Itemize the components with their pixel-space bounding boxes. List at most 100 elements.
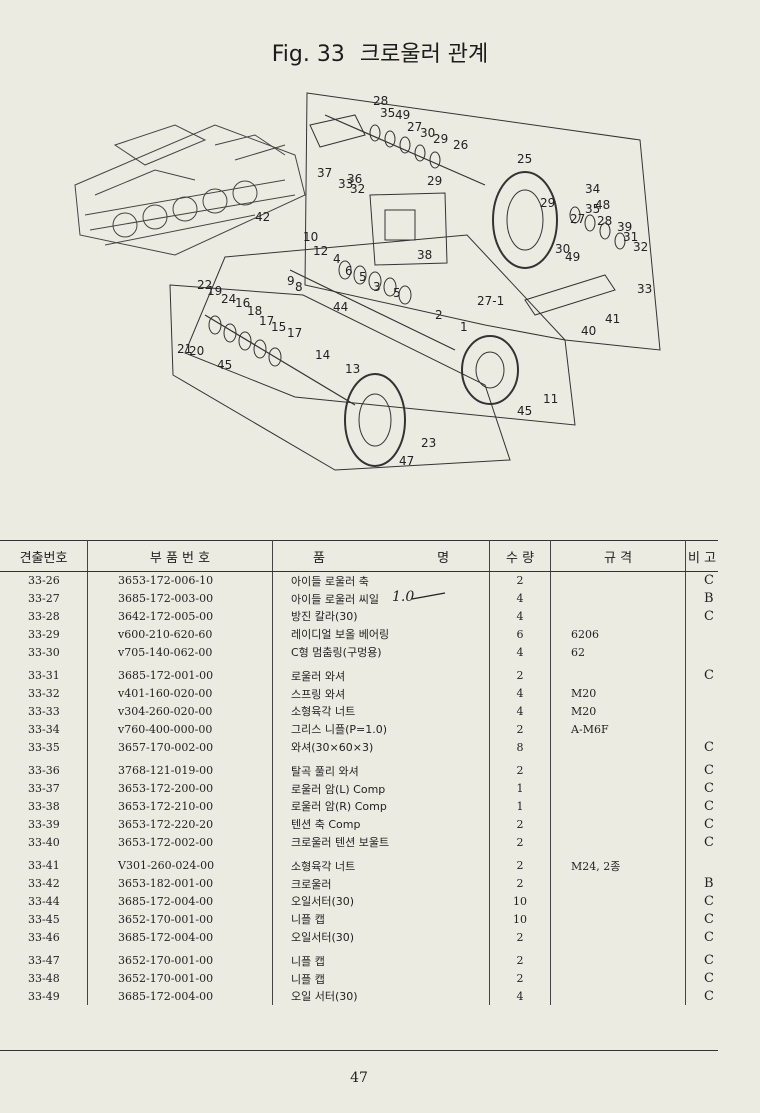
row-name: 방진 칼라(30) bbox=[272, 607, 491, 626]
callout-label: 29 bbox=[540, 196, 555, 210]
panel-middle bbox=[184, 234, 576, 426]
row-spec: M20 bbox=[550, 702, 687, 721]
row-part-number: 3652-170-001-00 bbox=[87, 910, 273, 929]
row-index: 33-32 bbox=[0, 684, 88, 703]
row-spec bbox=[550, 910, 687, 929]
row-spec: M20 bbox=[550, 684, 687, 703]
row-part-number: 3685-172-003-00 bbox=[87, 589, 273, 608]
callout-label: 45 bbox=[217, 358, 232, 372]
row-part-number: 3652-170-001-00 bbox=[87, 969, 273, 988]
callout-label: 33 bbox=[637, 282, 652, 296]
callout-label: 3 bbox=[373, 280, 381, 294]
row-quantity: 4 bbox=[489, 702, 552, 721]
row-index: 33-29 bbox=[0, 625, 88, 644]
callout-label: 5 bbox=[393, 286, 401, 300]
row-quantity: 2 bbox=[489, 815, 552, 834]
row-spec bbox=[550, 755, 687, 780]
row-index: 33-26 bbox=[0, 571, 88, 590]
row-name: 레이디얼 보올 베어링 bbox=[272, 625, 491, 644]
row-part-number: 3685-172-004-00 bbox=[87, 928, 273, 946]
row-spec bbox=[550, 987, 687, 1006]
row-part-number: 3653-172-210-00 bbox=[87, 797, 273, 816]
row-remark bbox=[686, 685, 718, 703]
row-quantity: 4 bbox=[489, 987, 552, 1006]
callout-label: 49 bbox=[565, 250, 580, 264]
row-part-number: 3642-172-005-00 bbox=[87, 607, 273, 626]
callout-label: 17 bbox=[259, 314, 274, 328]
row-part-number: V301-260-024-00 bbox=[87, 850, 273, 875]
row-part-number: v760-400-000-00 bbox=[87, 720, 273, 739]
row-name: 와셔(30×60×3) bbox=[272, 738, 491, 756]
row-remark bbox=[686, 625, 718, 643]
row-index: 33-41 bbox=[0, 850, 88, 875]
handwritten-mark: 1.0 bbox=[392, 589, 446, 605]
row-name: 니플 캡 bbox=[272, 910, 491, 929]
row-quantity: 2 bbox=[489, 660, 552, 685]
row-quantity: 2 bbox=[489, 833, 552, 851]
row-spec bbox=[550, 797, 687, 816]
row-spec bbox=[550, 738, 687, 756]
row-remark bbox=[686, 703, 718, 721]
row-remark bbox=[686, 643, 718, 661]
callout-label: 41 bbox=[605, 312, 620, 326]
callout-label: 29 bbox=[433, 132, 448, 146]
callout-label: 15 bbox=[271, 320, 286, 334]
callout-label: 32 bbox=[350, 182, 365, 196]
row-name: 오일서터(30) bbox=[272, 892, 491, 911]
row-part-number: 3653-172-002-00 bbox=[87, 833, 273, 851]
row-part-number: 3685-172-004-00 bbox=[87, 892, 273, 911]
row-remark: C bbox=[704, 988, 714, 1004]
row-quantity: 2 bbox=[489, 571, 552, 590]
row-remark: B bbox=[704, 591, 714, 607]
callout-label: 10 bbox=[303, 230, 318, 244]
row-name: 로울러 와셔 bbox=[272, 660, 491, 685]
row-remark: C bbox=[704, 739, 714, 755]
callout-label: 5 bbox=[359, 270, 367, 284]
row-name: 그리스 니플(P=1.0) bbox=[272, 720, 491, 739]
row-spec bbox=[550, 945, 687, 970]
col-part-number: 부 품 번 호 bbox=[87, 540, 273, 572]
row-quantity: 2 bbox=[489, 850, 552, 875]
col-spec: 규 격 bbox=[550, 540, 687, 572]
row-part-number: 3685-172-001-00 bbox=[87, 660, 273, 685]
row-spec bbox=[550, 892, 687, 911]
callout-label: 39 bbox=[617, 220, 632, 234]
callout-label: 48 bbox=[595, 198, 610, 212]
row-spec: A-M6F bbox=[550, 720, 687, 739]
row-part-number: v705-140-062-00 bbox=[87, 643, 273, 661]
row-part-number: 3653-172-006-10 bbox=[87, 571, 273, 590]
col-name-right: 명 bbox=[381, 540, 491, 572]
row-index: 33-34 bbox=[0, 720, 88, 739]
row-part-number: 3652-170-001-00 bbox=[87, 945, 273, 970]
callout-label: 36 bbox=[347, 172, 362, 186]
row-remark bbox=[686, 851, 718, 875]
row-spec: M24, 2종 bbox=[550, 850, 687, 875]
callout-label: 1 bbox=[460, 320, 468, 334]
callout-label: 13 bbox=[345, 362, 360, 376]
callout-label: 27 bbox=[570, 212, 585, 226]
row-part-number: 3653-172-200-00 bbox=[87, 779, 273, 798]
callout-label: 29 bbox=[427, 174, 442, 188]
callout-label: 30 bbox=[555, 242, 570, 256]
row-spec bbox=[550, 833, 687, 851]
row-quantity: 10 bbox=[489, 910, 552, 929]
col-name-left: 품 bbox=[272, 540, 382, 572]
row-part-number: v401-160-020-00 bbox=[87, 684, 273, 703]
callout-label: 28 bbox=[373, 94, 388, 108]
callout-label: 32 bbox=[633, 240, 648, 254]
row-remark: C bbox=[704, 911, 714, 927]
row-remark bbox=[686, 720, 718, 738]
